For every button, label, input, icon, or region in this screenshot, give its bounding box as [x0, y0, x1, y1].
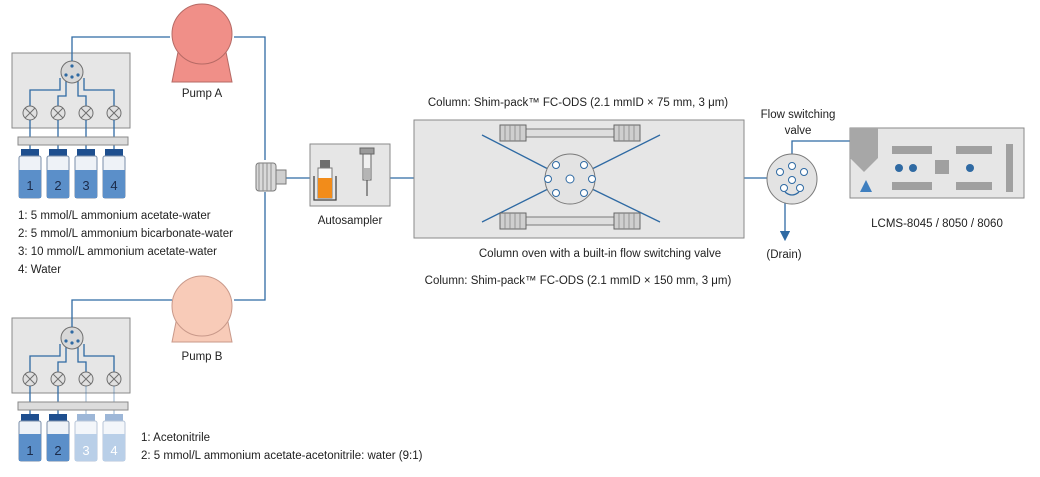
bottle-tray-b	[17, 401, 129, 411]
flow-switching-valve: Flow switching valve (Drain)	[761, 109, 836, 261]
svg-text:1: 1	[26, 178, 33, 193]
drain-label: (Drain)	[766, 249, 801, 261]
column-oven: Column oven with a built-in flow switchi…	[413, 119, 745, 260]
bottle-1-b: 1	[18, 414, 42, 462]
solvent-a-4: 4: Water	[18, 264, 61, 276]
solenoid-valves-b	[22, 371, 122, 387]
bottle-4-b: 4	[102, 414, 126, 462]
svg-text:2: 2	[54, 443, 61, 458]
solvent-list-b: 1: Acetonitrile 2: 5 mmol/L ammonium ace…	[141, 432, 423, 462]
bottle-2-a: 2	[46, 149, 70, 199]
oven-switching-valve	[544, 153, 596, 205]
sample-vial	[318, 178, 332, 198]
solvent-a-3: 3: 10 mmol/L ammonium acetate-water	[18, 246, 217, 258]
autosampler-label: Autosampler	[318, 215, 383, 227]
flow-switching-label-2: valve	[785, 125, 812, 137]
svg-text:2: 2	[54, 178, 61, 193]
pump-b: Pump B	[171, 275, 233, 363]
pump-a: Pump A	[171, 3, 233, 100]
bottle-1-a: 1	[18, 149, 42, 199]
solvent-b-1: 1: Acetonitrile	[141, 432, 210, 444]
svg-text:4: 4	[110, 443, 117, 458]
ion-source-icon	[860, 180, 872, 192]
bottle-3-b: 3	[74, 414, 98, 462]
svg-text:1: 1	[26, 443, 33, 458]
autosampler: Autosampler	[309, 143, 391, 227]
mass-spectrometer: LCMS-8045 / 8050 / 8060	[849, 127, 1025, 230]
bottle-2-b: 2	[46, 414, 70, 462]
column-bottom-label: Column: Shim-pack™ FC-ODS (2.1 mmID × 15…	[425, 275, 732, 287]
solvent-module-b: 1 2 3 4	[11, 317, 131, 462]
gradient-manifold-a	[60, 60, 84, 84]
bottle-tray-a	[17, 136, 129, 146]
svg-text:3: 3	[82, 178, 89, 193]
flow-switching-label-1: Flow switching	[761, 109, 836, 121]
ms-label: LCMS-8045 / 8050 / 8060	[871, 218, 1003, 230]
pump-a-head	[171, 3, 233, 65]
column-75mm	[499, 124, 641, 142]
svg-text:4: 4	[110, 178, 117, 193]
solvent-module-a: 1 2 3 4	[11, 52, 131, 199]
mixer	[255, 162, 287, 192]
gradient-manifold-b	[60, 326, 84, 350]
solvent-a-2: 2: 5 mmol/L ammonium bicarbonate-water	[18, 228, 233, 240]
pump-b-label: Pump B	[182, 351, 223, 363]
column-top-label: Column: Shim-pack™ FC-ODS (2.1 mmID × 75…	[428, 97, 728, 109]
bottle-3-a: 3	[74, 149, 98, 199]
solvent-a-1: 1: 5 mmol/L ammonium acetate-water	[18, 210, 211, 222]
solvent-list-a: 1: 5 mmol/L ammonium acetate-water 2: 5 …	[18, 210, 233, 276]
pump-b-head	[171, 275, 233, 337]
column-150mm	[499, 212, 641, 230]
pump-a-label: Pump A	[182, 88, 223, 100]
bottle-4-a: 4	[102, 149, 126, 199]
solenoid-valves-a	[22, 105, 122, 121]
solvent-b-2: 2: 5 mmol/L ammonium acetate-acetonitril…	[141, 450, 423, 462]
column-oven-label: Column oven with a built-in flow switchi…	[479, 248, 721, 260]
svg-text:3: 3	[82, 443, 89, 458]
